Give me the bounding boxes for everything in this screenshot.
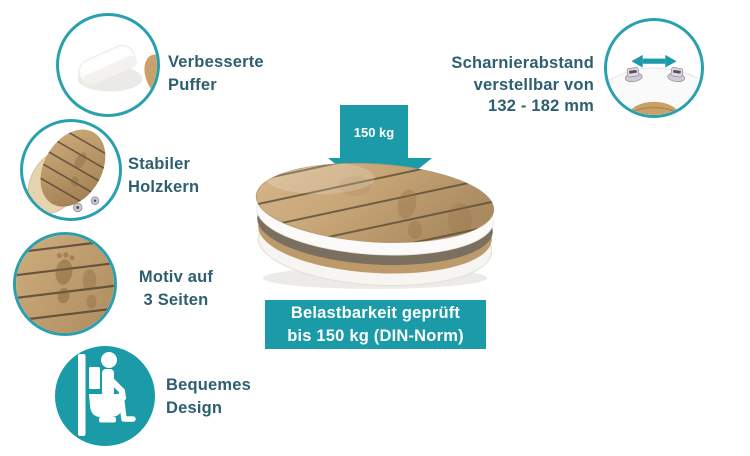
product-image [253,156,497,289]
hinge-distance-line1: Scharnierabstand [451,54,594,72]
motif-label-line1: Motiv auf [138,268,214,286]
comfort-label-line2: Design [166,398,223,417]
person-on-toilet-icon [78,352,136,436]
buffer-label: Verbesserte Puffer [168,51,264,96]
motif-label-line2: 3 Seiten [143,290,209,309]
load-arrow-label: 150 kg [354,125,395,140]
left-right-arrow-icon [631,54,677,68]
banner-line1: Belastbarkeit geprüft [290,303,461,322]
footprint-stains [339,176,472,239]
hinge-icon [667,67,685,83]
wood-core-photo-circle [20,119,122,221]
banner-line2: bis 150 kg (DIN-Norm) [287,326,464,345]
motif-label: Motiv auf 3 Seiten [128,266,224,311]
buffer-photo-circle [56,13,160,117]
comfort-design-badge [55,346,155,446]
comfort-label: Bequemes Design [166,374,251,419]
hinge-distance-label: Scharnierabstand verstellbar von 132 - 1… [451,53,594,118]
buffer-pad-icon [77,44,157,100]
wood-motif-icon [16,235,114,333]
buffer-label-line1: Verbesserte [168,53,264,71]
load-capacity-banner: Belastbarkeit geprüft bis 150 kg (DIN-No… [265,300,486,349]
hinge-icon [624,67,643,83]
hinge-detail-icon [607,54,701,115]
lid-highlight [265,162,375,194]
hinge-distance-line3: 132 - 182 mm [487,97,594,115]
wood-core-label-line2: Holzkern [128,177,200,196]
wood-core-label: Stabiler Holzkern [128,153,199,198]
wood-seat-icon [27,124,119,214]
buffer-label-line2: Puffer [168,75,217,94]
motif-photo-circle [13,232,117,336]
hinge-photo-circle [604,18,704,118]
comfort-label-line1: Bequemes [166,376,252,394]
footprint-motif [55,252,75,304]
hinge-distance-line2: verstellbar von [473,75,594,94]
hinge-hardware [73,196,100,213]
wood-core-label-line1: Stabiler [128,155,191,173]
